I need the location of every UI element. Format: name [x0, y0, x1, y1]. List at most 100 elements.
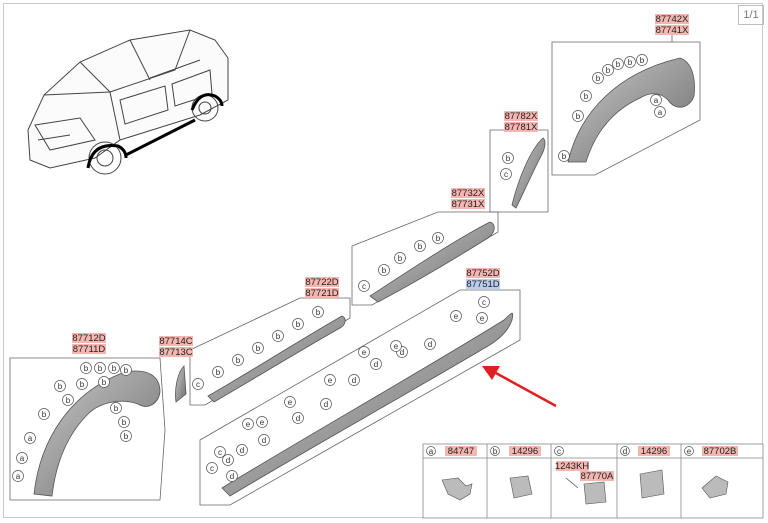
callout-label: b [84, 364, 89, 373]
screw-icon [565, 477, 579, 489]
callout-label: b [98, 364, 103, 373]
callout-label: d [428, 340, 432, 349]
rear-door-molding [369, 221, 495, 303]
callout-label: b [616, 60, 621, 69]
callout-label: a [28, 434, 33, 443]
hl-87782X [504, 111, 538, 121]
callout-b: b [272, 330, 284, 342]
callout-d: d [370, 358, 382, 370]
front-door-molding [207, 315, 346, 403]
part-87714C: 87714C [159, 336, 192, 347]
callout-label: d [226, 456, 230, 465]
callout-label: b [596, 74, 601, 83]
legend-key-a: a [429, 447, 434, 456]
group-rear-door-frame [351, 211, 499, 306]
part-87712D: 87712D [72, 333, 105, 344]
legend-part-a: 84747 [448, 446, 474, 457]
part-87751D: 87751D [466, 279, 499, 290]
hl-87781X [504, 122, 538, 132]
callout-label: b [640, 56, 645, 65]
rear-arch-molding [567, 57, 695, 163]
callout-label: e [394, 342, 399, 351]
callout-b: b [602, 64, 614, 76]
hl-87712D [72, 333, 106, 343]
page-indicator: 1/1 [738, 5, 764, 25]
callout-d: d [222, 454, 234, 466]
callout-label: d [324, 400, 328, 409]
clip-a-icon [441, 477, 473, 501]
part-87731X: 87731X [452, 199, 485, 210]
callout-label: d [352, 376, 356, 385]
diagram-frame [3, 3, 763, 518]
callout-b: b [502, 152, 514, 164]
part-87742X: 87742X [656, 14, 689, 25]
callout-label: b [576, 112, 581, 121]
part-87782X: 87782X [505, 111, 538, 122]
callout-label: b [124, 432, 129, 441]
group-side-sill-frame [199, 289, 521, 506]
callout-label: a [658, 108, 663, 117]
callout-b: b [252, 342, 264, 354]
callout-label: b [276, 332, 281, 341]
callout-label: b [114, 404, 119, 413]
hl-87741X [655, 25, 689, 35]
garnish-molding [511, 137, 546, 209]
clip-e-icon [701, 475, 729, 499]
callout-c: c [478, 296, 490, 308]
callout-label: b [418, 242, 423, 251]
callout-d: d [348, 374, 360, 386]
callout-b: b [108, 362, 120, 374]
legend-part-c2: 87770A [581, 471, 614, 482]
callout-d: d [320, 398, 332, 410]
callout-label: b [236, 356, 241, 365]
callout-label: c [504, 170, 508, 179]
callout-label: b [80, 380, 85, 389]
hl-87714C [159, 336, 193, 346]
callout-b: b [120, 364, 132, 376]
hl-87752D [466, 268, 500, 278]
callout-label: b [606, 66, 611, 75]
callout-b: b [572, 110, 584, 122]
callout-a: a [654, 106, 666, 118]
part-87781X: 87781X [505, 122, 538, 133]
callout-b: b [76, 378, 88, 390]
legend-part-e: 87702B [704, 446, 737, 457]
callout-e: e [390, 340, 402, 352]
callout-b: b [580, 90, 592, 102]
hl-87713C [159, 347, 193, 357]
callout-b: b [558, 150, 570, 162]
callout-label: b [382, 266, 387, 275]
callout-label: e [328, 376, 333, 385]
arch-end-piece [175, 365, 187, 403]
callout-label: b [506, 154, 511, 163]
callout-label: d [400, 348, 404, 357]
hl-87711D [72, 344, 106, 354]
callout-label: b [398, 254, 403, 263]
legend-part-c1: 1243KH [555, 461, 589, 472]
callout-b: b [414, 240, 426, 252]
callout-label: b [124, 366, 129, 375]
callout-label: b [42, 410, 47, 419]
legend-cell-a: a 84747 [426, 446, 477, 501]
callout-d: d [292, 412, 304, 424]
callout-b: b [312, 306, 324, 318]
legend-key-c: c [557, 447, 561, 456]
callout-label: b [112, 364, 117, 373]
vehicle-illustration [27, 29, 229, 175]
callout-b: b [80, 362, 92, 374]
group-front-door: 87722D 87721D [189, 277, 351, 406]
callout-a: a [24, 432, 36, 444]
side-sill-molding [221, 312, 514, 497]
clip-b-icon [509, 475, 533, 499]
hl-87722D [305, 277, 339, 287]
callout-label: b [256, 344, 261, 353]
callout-b: b [120, 430, 132, 442]
part-87732X: 87732X [452, 188, 485, 199]
hl-87751D [466, 279, 500, 289]
callout-b: b [94, 362, 106, 374]
legend-key-e: e [687, 447, 692, 456]
part-87721D: 87721D [305, 288, 338, 299]
hl-87732X [451, 188, 485, 198]
group-garnish: 87782X 87781X [489, 111, 549, 213]
group-arch-end: 87714C 87713C [159, 336, 193, 403]
